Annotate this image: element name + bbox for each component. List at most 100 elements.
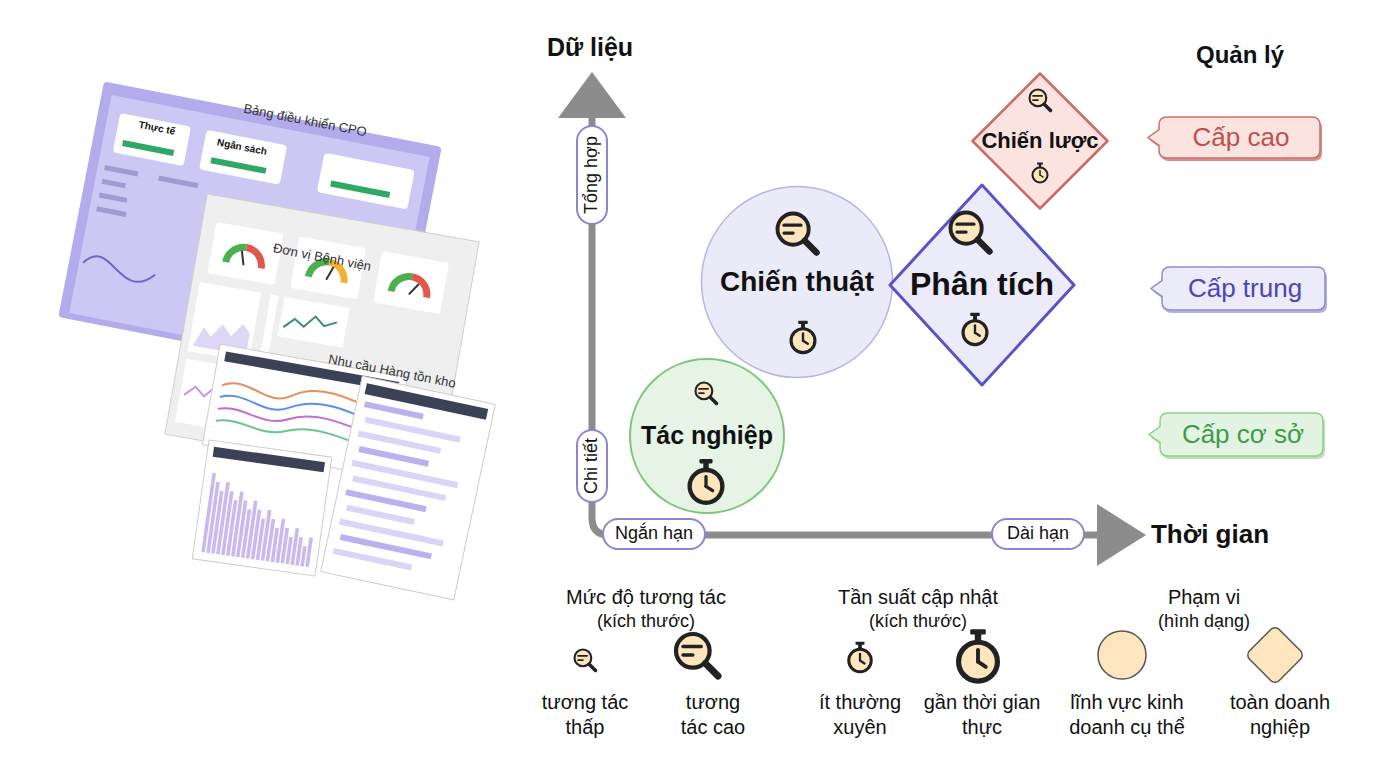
level-callout: Cấp trung: [1150, 266, 1328, 314]
node-label: Ngắn hạn: [615, 524, 693, 544]
gauge: [226, 244, 265, 268]
stopwatch-icon: [963, 313, 987, 345]
legend-stopwatch: [959, 629, 998, 681]
circle-shape: [630, 359, 784, 513]
kpi-value: [210, 157, 266, 174]
legend-stopwatch: [849, 642, 872, 672]
level-callout: Cấp cơ sở: [1148, 412, 1326, 460]
legend-label: toàn doanh nghiệp: [1223, 690, 1338, 740]
kpi-value: [330, 181, 390, 198]
stopwatch-icon: [791, 321, 815, 353]
node-text-box: Cấp cơ sở: [1148, 412, 1326, 460]
text-label: (kích thước): [869, 611, 967, 632]
magnifier-icon: [778, 214, 817, 253]
axis-arrowhead: [558, 72, 626, 118]
bar: [305, 537, 313, 567]
text-label: Phạm vi: [1168, 586, 1240, 609]
diamond-shape: [890, 185, 1074, 385]
legend-magnifier: [575, 650, 596, 671]
chart-card: [278, 297, 350, 348]
node-label: Chi tiết: [582, 438, 602, 494]
legend-label: lĩnh vực kinh doanh cụ thể: [1052, 690, 1202, 740]
text-label: Đơn vị Bệnh viện: [272, 241, 373, 275]
table-row: [333, 548, 412, 571]
node-label: Dài hạn: [1007, 524, 1069, 544]
line-chart: [283, 311, 337, 336]
axis-pill: Tổng hợp: [576, 125, 608, 225]
gauge-needle: [409, 283, 419, 296]
dashboard-collage: [58, 81, 495, 600]
list-item: [96, 206, 126, 217]
kpi-card: [113, 113, 191, 166]
axis-pill: Dài hạn: [991, 518, 1085, 550]
legend-circle: [1098, 631, 1146, 679]
level-circle: Chiến thuật: [700, 185, 894, 379]
node-text-box: Ngắn hạn: [604, 520, 704, 548]
kpi-value: [122, 140, 174, 156]
axes: [558, 72, 1146, 566]
node-label: Tổng hợp: [582, 136, 602, 214]
gauge-arc: [391, 274, 412, 295]
gauge-needle: [239, 251, 245, 265]
gauge-card: [373, 251, 449, 314]
axis-arrowhead: [1097, 504, 1146, 566]
magnifier-icon: [951, 213, 990, 252]
node-label: Chiến thuật: [720, 267, 874, 298]
node-text-box: Dài hạn: [993, 520, 1083, 548]
dashboard-panel: [321, 376, 496, 600]
magnifier-icon: [696, 383, 717, 404]
node-text-box: Cấp cao: [1147, 116, 1323, 162]
legend-label: tương tác thấp: [530, 690, 640, 740]
bar: [300, 546, 306, 566]
level-callout: Cấp cao: [1147, 116, 1323, 162]
legend-label: tương tác cao: [673, 690, 753, 740]
node-text-box: Chiến thuật: [700, 185, 894, 379]
list-item: [158, 176, 198, 189]
text-label: Nhu cầu Hàng tồn kho: [327, 352, 457, 391]
gauge-arc: [409, 277, 430, 298]
trend-line: [81, 254, 156, 285]
table-header: [365, 383, 489, 420]
node-label: Phân tích: [910, 267, 1054, 302]
axis-pill: Ngắn hạn: [602, 518, 706, 550]
legend-label: gần thời gian thực: [923, 690, 1041, 740]
gauge-arc: [226, 244, 247, 265]
legend-magnifier: [676, 634, 718, 676]
node-label: Chiến lược: [981, 129, 1098, 153]
magnifier-icon: [1030, 90, 1051, 111]
callout-shape: [1151, 267, 1325, 310]
bar-series: [201, 473, 320, 567]
table-row: [364, 401, 424, 419]
diamond-shape: [973, 74, 1108, 209]
bar-chart-card: [192, 440, 331, 576]
level-diamond: Chiến lược: [969, 70, 1111, 212]
node-text-box: Tổng hợp: [578, 127, 606, 223]
stopwatch-icon: [690, 459, 723, 503]
node-text-box: Cấp trung: [1150, 266, 1328, 314]
axis-title: Quản lý: [1196, 41, 1284, 69]
gauge-arc: [243, 248, 264, 269]
list-item: [104, 165, 138, 176]
node-text-box: Phân tích: [886, 181, 1078, 389]
axis-title: Thực tế: [138, 119, 176, 137]
text-label: (hình dạng): [1158, 611, 1250, 632]
node-label: Tác nghiệp: [641, 422, 773, 450]
axis-title: Dữ liệu: [547, 33, 633, 62]
level-diamond: Phân tích: [886, 181, 1078, 389]
node-text-box: Chi tiết: [578, 431, 606, 501]
callout-shape: [1149, 413, 1323, 456]
node-label: Cấp cơ sở: [1182, 420, 1304, 449]
axis-title: Thời gian: [1151, 520, 1269, 550]
text-label: Bảng điều khiển CPO: [242, 102, 368, 141]
callout-shape: [1148, 117, 1320, 158]
list-item: [101, 179, 126, 188]
circle-shape: [702, 187, 893, 378]
table-rows: [333, 401, 471, 576]
text-label: (kích thước): [597, 611, 695, 632]
kpi-card: [317, 153, 415, 210]
dashboard-panel: [192, 440, 331, 576]
node-label: Cấp cao: [1193, 123, 1290, 152]
